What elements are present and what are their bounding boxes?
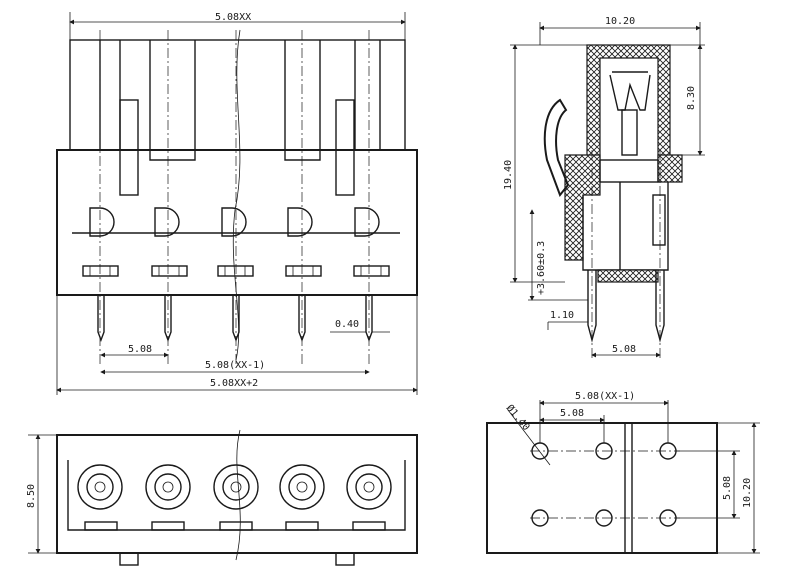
dim-pitch: 5.08 bbox=[128, 344, 152, 355]
side-view: 10.20 8.30 19.40 bbox=[503, 16, 705, 360]
pcb-layout: Ø1.40 5.08(XX-1) 5.08 5.08 10.20 bbox=[486, 391, 760, 554]
terminal-circles bbox=[77, 464, 392, 510]
front-view: 5.08XX bbox=[56, 12, 418, 395]
dim-pcb-pitch-span: 5.08(XX-1) bbox=[575, 391, 635, 402]
dim-bottom-height: 8.50 bbox=[26, 484, 37, 508]
dim-depth: 10.20 bbox=[605, 16, 635, 27]
wire-entries bbox=[82, 265, 390, 277]
dim-top-width: 5.08XX bbox=[215, 12, 251, 23]
dim-pin-offset: 1.10 bbox=[550, 310, 574, 321]
dim-pcb-depth: 10.20 bbox=[742, 478, 753, 508]
dim-total-height: 19.40 bbox=[503, 160, 514, 190]
pcb-holes bbox=[531, 442, 677, 527]
dim-pcb-row-pitch: 5.08 bbox=[722, 476, 733, 500]
dim-upper-height: 8.30 bbox=[686, 86, 697, 110]
dim-overall-width: 5.08XX+2 bbox=[210, 378, 258, 389]
dim-pin-length: +3.60±0.3 bbox=[536, 241, 547, 295]
dim-pcb-pitch: 5.08 bbox=[560, 408, 584, 419]
pins bbox=[97, 295, 373, 342]
dim-pin-pitch: 5.08 bbox=[612, 344, 636, 355]
dim-pitch-span: 5.08(XX-1) bbox=[205, 360, 265, 371]
dim-pin-thickness: 0.40 bbox=[335, 319, 359, 330]
bottom-view: 8.50 bbox=[26, 429, 418, 566]
dim-hole-diameter: Ø1.40 bbox=[504, 402, 533, 433]
